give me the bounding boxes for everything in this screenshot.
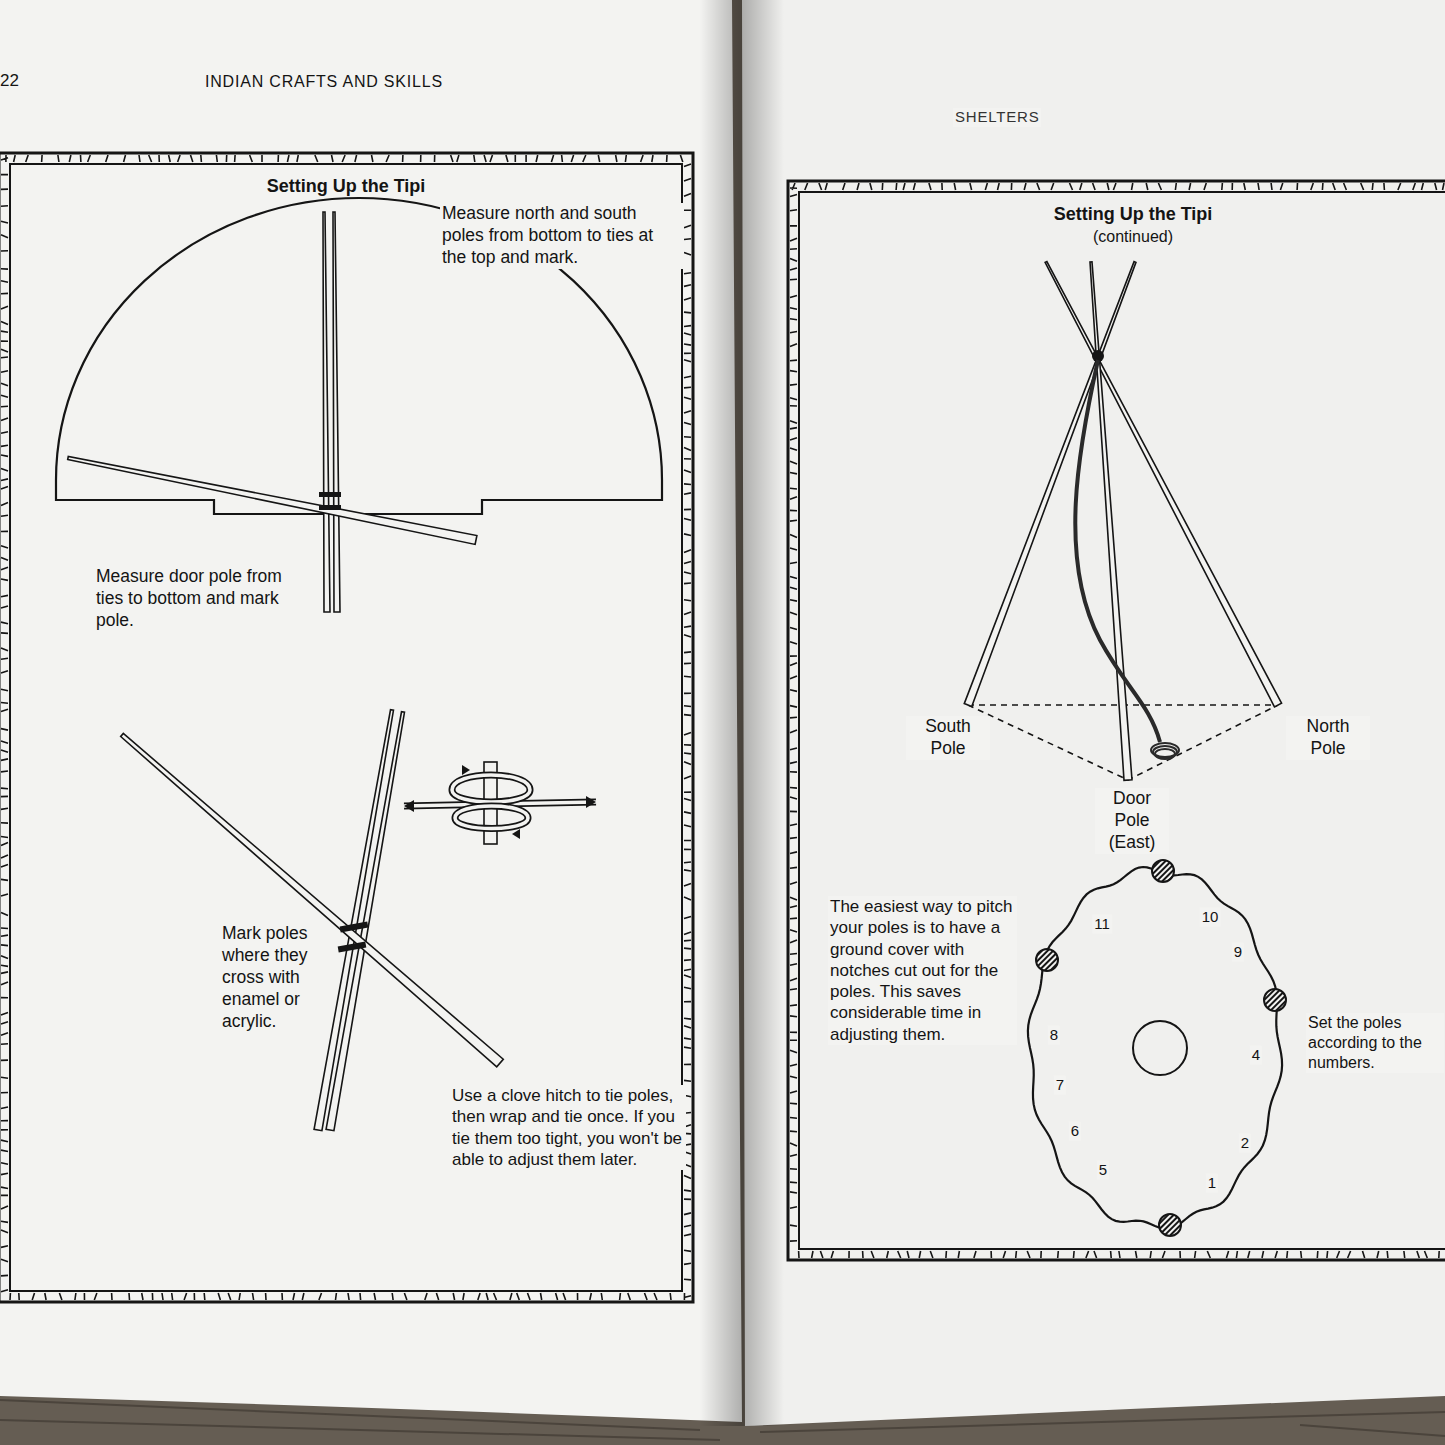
caption-text: The easiest way to pitch your poles is t…: [828, 896, 1017, 1045]
pole-number: 9: [1232, 943, 1244, 962]
pole-number: 5: [1097, 1161, 1109, 1180]
arrowhead: [512, 829, 520, 839]
border-ticks: [1, 155, 691, 1300]
rope-coil: [1153, 746, 1177, 758]
rope: [455, 806, 528, 829]
pole: [964, 262, 1136, 707]
wood-grain: [1300, 1425, 1445, 1436]
pole: [333, 212, 340, 612]
caption-text: North Pole: [1286, 716, 1370, 760]
running-header: 22: [0, 70, 21, 91]
caption-text: Measure door pole from ties to bottom an…: [94, 566, 298, 632]
lashing-rope: [1075, 360, 1160, 742]
arrowhead: [404, 800, 414, 812]
pole-notch: [1264, 989, 1286, 1011]
clove-hitch-figure: [404, 762, 596, 844]
pole-mark: [338, 942, 367, 953]
gutter-shadow: [700, 0, 784, 1426]
panel-title: Setting Up the Tipi: [0, 174, 696, 198]
pole-mark: [319, 505, 341, 510]
rope-coil: [1155, 749, 1175, 759]
pole-number: 8: [1048, 1026, 1060, 1045]
pole: [68, 457, 477, 545]
pole: [121, 733, 504, 1066]
ground-cover-figure: [1028, 860, 1286, 1236]
pole-notch: [1152, 860, 1174, 882]
running-header: SHELTERS: [953, 108, 1041, 127]
border-line: [0, 153, 693, 1302]
running-header: INDIAN CRAFTS AND SKILLS: [203, 72, 445, 92]
border-line: [799, 192, 1445, 1249]
panel-title: Setting Up the Tipi: [785, 202, 1445, 226]
arrowhead: [586, 796, 596, 808]
arrowhead: [462, 765, 470, 775]
pole-number: 7: [1054, 1076, 1066, 1095]
pole-number: 11: [1092, 915, 1112, 934]
pole-notch: [1159, 1214, 1181, 1236]
pole-number: 4: [1250, 1046, 1262, 1065]
pole-notch: [1036, 949, 1058, 971]
left-page: [0, 0, 742, 1422]
pole: [1045, 262, 1281, 707]
caption-text: Door Pole (East): [1095, 788, 1169, 854]
caption-text: South Pole: [906, 716, 990, 760]
smoke-hole: [1133, 1021, 1187, 1075]
pole: [1090, 262, 1132, 780]
pole-number: 2: [1239, 1134, 1251, 1153]
wood-grain: [0, 1420, 720, 1440]
pole-mark: [340, 922, 369, 933]
ground-cover: [1028, 867, 1282, 1229]
pole: [314, 710, 393, 1131]
caption-text: Set the poles according to the numbers.: [1306, 1013, 1444, 1073]
rope: [452, 775, 530, 802]
rope: [452, 775, 530, 802]
tripod-figure: [964, 262, 1281, 781]
crossed-poles-figure: [121, 710, 504, 1131]
caption-text: Mark poles where they cross with enamel …: [220, 923, 329, 1032]
pole-number: 10: [1200, 908, 1221, 927]
pole-number: 6: [1069, 1122, 1081, 1141]
caption-text: Measure north and south poles from botto…: [440, 203, 684, 269]
pole-mark: [319, 492, 341, 497]
rope: [455, 806, 528, 829]
panel-subtitle: (continued): [785, 226, 1445, 248]
pole: [323, 212, 330, 612]
pole-number: 1: [1206, 1174, 1218, 1193]
caption-text: Use a clove hitch to tie poles, then wra…: [450, 1085, 686, 1170]
border-ticks: [790, 183, 1445, 1258]
border-line: [788, 181, 1445, 1260]
